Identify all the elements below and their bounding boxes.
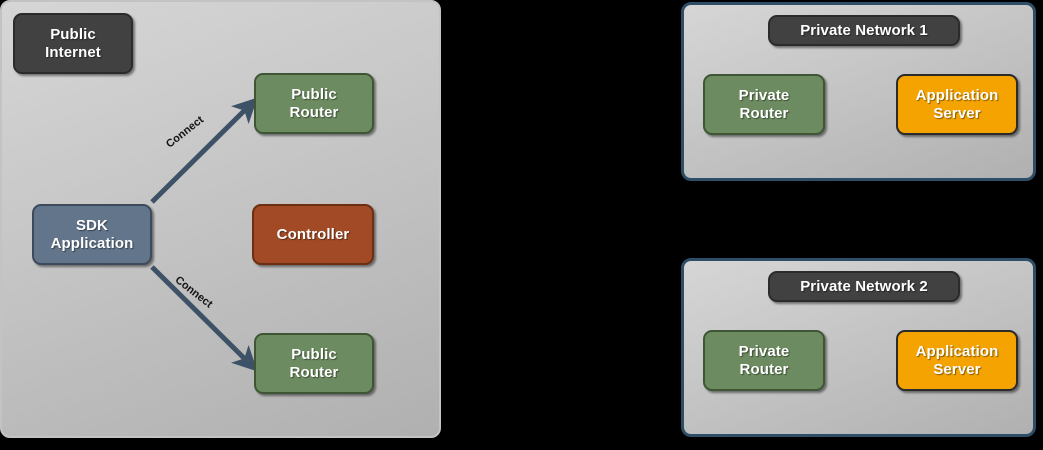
node-public-router-bottom[interactable]: Public Router [254,333,374,394]
node-private-router-2-line2: Router [739,360,789,378]
node-public-router-top-text: Public Router [280,86,349,121]
node-public-router-bottom-line1: Public [291,346,337,364]
node-application-server-1-line1: Application [915,87,999,105]
arrow-sdk-to-public-router-bottom [150,265,258,372]
private-network-1-title-badge: Private Network 1 [768,15,960,46]
node-public-router-bottom-line2: Router [289,363,339,381]
node-application-server-2-line2: Server [933,360,981,378]
node-application-server-2-line1: Application [915,343,999,361]
public-internet-badge-text: Public Internet [35,26,111,61]
node-sdk-application-line1: SDK [76,217,108,235]
node-public-router-bottom-text: Public Router [280,346,349,381]
node-controller-text: Controller [276,225,350,243]
node-private-router-2-text: Private Router [729,343,800,378]
private-network-2-title: Private Network 2 [800,277,928,295]
node-application-server-2-text: Application Server [906,343,1009,378]
private-network-1-title: Private Network 1 [800,21,928,39]
node-private-router-1-line2: Router [739,104,789,122]
node-private-router-1-text: Private Router [729,87,800,122]
private-network-1-panel: Private Network 1 Private Router Applica… [681,2,1036,181]
private-network-2-panel: Private Network 2 Private Router Applica… [681,258,1036,437]
node-controller[interactable]: Controller [252,204,374,265]
edge-label-connect-bottom: Connect [172,274,215,311]
node-sdk-application[interactable]: SDK Application [32,204,152,265]
node-sdk-application-text: SDK Application [41,217,144,252]
node-application-server-1[interactable]: Application Server [896,74,1018,135]
node-application-server-1-text: Application Server [906,87,1009,122]
node-public-router-top[interactable]: Public Router [254,73,374,134]
node-private-router-2-line1: Private [738,343,790,361]
node-public-router-top-line2: Router [289,103,339,121]
private-network-2-title-badge: Private Network 2 [768,271,960,302]
node-application-server-2[interactable]: Application Server [896,330,1018,391]
public-internet-badge: Public Internet [13,13,133,74]
node-private-router-2[interactable]: Private Router [703,330,825,391]
edge-label-connect-top: Connect [164,113,207,151]
public-internet-panel: Connect Connect Public Internet SDK Appl… [0,0,441,438]
public-internet-badge-line2: Internet [45,43,101,61]
node-sdk-application-line2: Application [50,234,134,252]
node-public-router-top-line1: Public [291,86,337,104]
node-private-router-1-line1: Private [738,87,790,105]
public-internet-badge-line1: Public [50,26,96,44]
node-private-router-1[interactable]: Private Router [703,74,825,135]
node-application-server-1-line2: Server [933,104,981,122]
